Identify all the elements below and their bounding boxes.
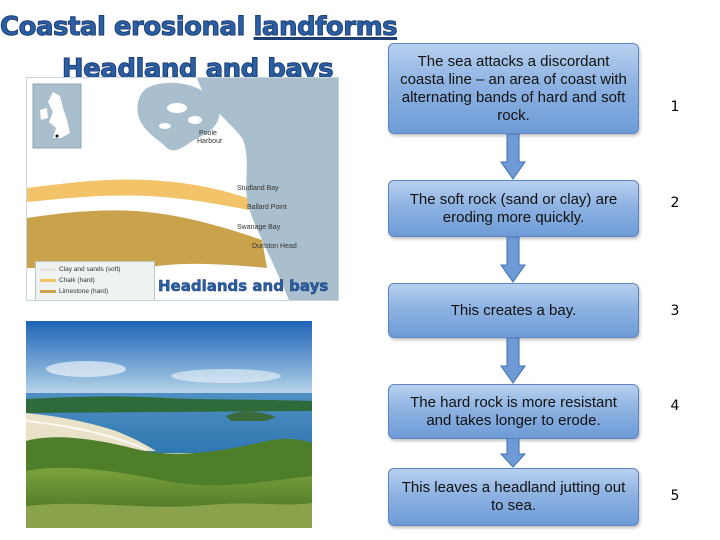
coast-map: Poole Harbour Studland Bay Ballard Point… xyxy=(26,77,339,301)
coastline-photo-drawing xyxy=(26,321,312,528)
poole-harbour-water xyxy=(137,82,220,151)
down-arrow-icon xyxy=(500,438,526,468)
step-box-3: This creates a bay. xyxy=(388,283,639,338)
map-legend: Clay and sands (soft) Chalk (hard) Limes… xyxy=(35,261,155,300)
step-text-2: The soft rock (sand or clay) are eroding… xyxy=(409,190,618,226)
legend-label: Limestone (hard) xyxy=(59,288,109,295)
legend-label: Chalk (hard) xyxy=(59,277,95,284)
step-number-2: 2 xyxy=(655,183,695,223)
step-number-1: 1 xyxy=(655,87,695,127)
down-arrow-icon xyxy=(500,237,526,283)
map-label-ballard-point: Ballard Point xyxy=(247,204,287,211)
chalk-band xyxy=(27,179,249,210)
step-box-2: The soft rock (sand or clay) are eroding… xyxy=(388,180,639,237)
legend-swatch-clay xyxy=(40,267,56,271)
slide-title-line-1: Coastal erosional landforms xyxy=(0,12,398,43)
title-prefix: Coastal erosional xyxy=(0,12,254,43)
step-text-4: The hard rock is more resistant and take… xyxy=(410,393,617,429)
step-box-5: This leaves a headland jutting out to se… xyxy=(388,468,639,526)
legend-item: Clay and sands (soft) xyxy=(40,265,120,274)
step-box-4: The hard rock is more resistant and take… xyxy=(388,384,639,439)
legend-swatch-limestone xyxy=(40,289,56,293)
step-number-3: 3 xyxy=(655,291,695,331)
legend-item: Chalk (hard) xyxy=(40,276,95,285)
sea-area xyxy=(27,78,338,300)
down-arrow-icon xyxy=(500,338,526,384)
limestone-band xyxy=(27,210,267,269)
map-label-poole-2: Harbour xyxy=(197,138,223,145)
map-label-poole-1: Poole xyxy=(199,130,217,137)
map-label-durlston-head: Durlston Head xyxy=(252,243,297,250)
title-underlined-word: landforms xyxy=(253,12,398,43)
step-box-1: The sea attacks a discordant coasta line… xyxy=(388,43,639,134)
step-number-5: 5 xyxy=(655,476,695,516)
map-label-studland-bay: Studland Bay xyxy=(237,185,279,192)
coastline-photo xyxy=(26,321,312,528)
legend-item: Limestone (hard) xyxy=(40,287,108,296)
legend-swatch-chalk xyxy=(40,278,56,282)
map-caption: Headlands and bays xyxy=(158,277,329,296)
step-number-4: 4 xyxy=(655,386,695,426)
legend-label: Clay and sands (soft) xyxy=(59,266,121,273)
step-text-3: This creates a bay. xyxy=(450,301,577,319)
down-arrow-icon xyxy=(500,134,526,180)
step-text-5: This leaves a headland jutting out to se… xyxy=(401,479,626,514)
map-label-swanage-bay: Swanage Bay xyxy=(237,224,281,231)
step-text-1: The sea attacks a discordant coasta line… xyxy=(400,52,627,124)
